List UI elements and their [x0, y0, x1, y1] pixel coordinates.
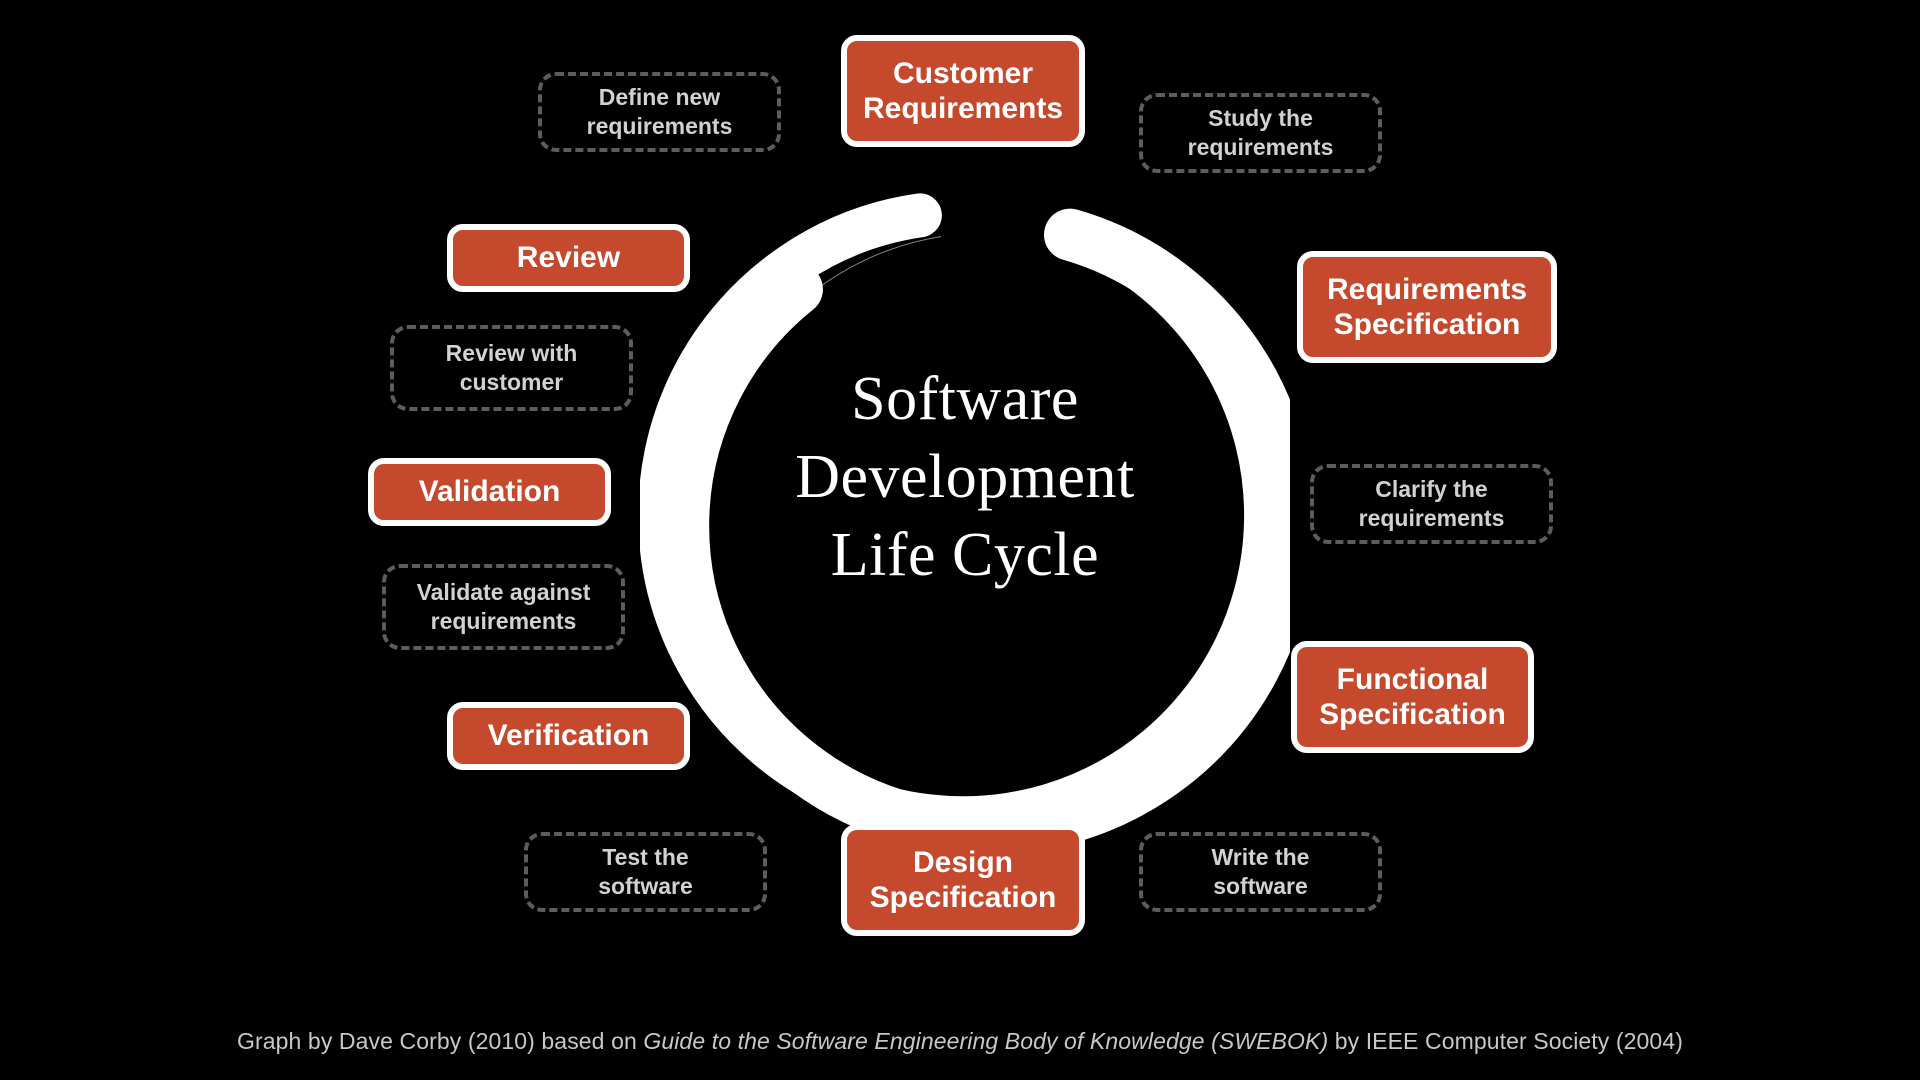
- phase-verification[interactable]: Verification: [447, 702, 690, 770]
- activity-study-the-requirements[interactable]: Study the requirements: [1139, 93, 1382, 173]
- activity-test-the-software[interactable]: Test the software: [524, 832, 767, 912]
- activity-write-the-software[interactable]: Write the software: [1139, 832, 1382, 912]
- phase-validation[interactable]: Validation: [368, 458, 611, 526]
- figure-caption: Graph by Dave Corby (2010) based on Guid…: [0, 1028, 1920, 1055]
- activity-review-with-customer[interactable]: Review with customer: [390, 325, 633, 411]
- caption-part-2: by IEEE Computer Society (2004): [1328, 1028, 1683, 1054]
- activity-clarify-the-requirements[interactable]: Clarify the requirements: [1310, 464, 1553, 544]
- phase-requirements-specification[interactable]: Requirements Specification: [1297, 251, 1557, 363]
- activity-define-new-requirements[interactable]: Define new requirements: [538, 72, 781, 152]
- phase-functional-specification[interactable]: Functional Specification: [1291, 641, 1534, 753]
- caption-source-title: Guide to the Software Engineering Body o…: [643, 1028, 1329, 1054]
- caption-part-1: Graph by Dave Corby (2010) based on: [237, 1028, 644, 1054]
- activity-validate-against-requirements[interactable]: Validate against requirements: [382, 564, 625, 650]
- phase-review[interactable]: Review: [447, 224, 690, 292]
- page-title: Software Development Life Cycle: [795, 365, 1135, 590]
- phase-design-specification[interactable]: Design Specification: [841, 824, 1085, 936]
- phase-customer-requirements[interactable]: Customer Requirements: [841, 35, 1085, 147]
